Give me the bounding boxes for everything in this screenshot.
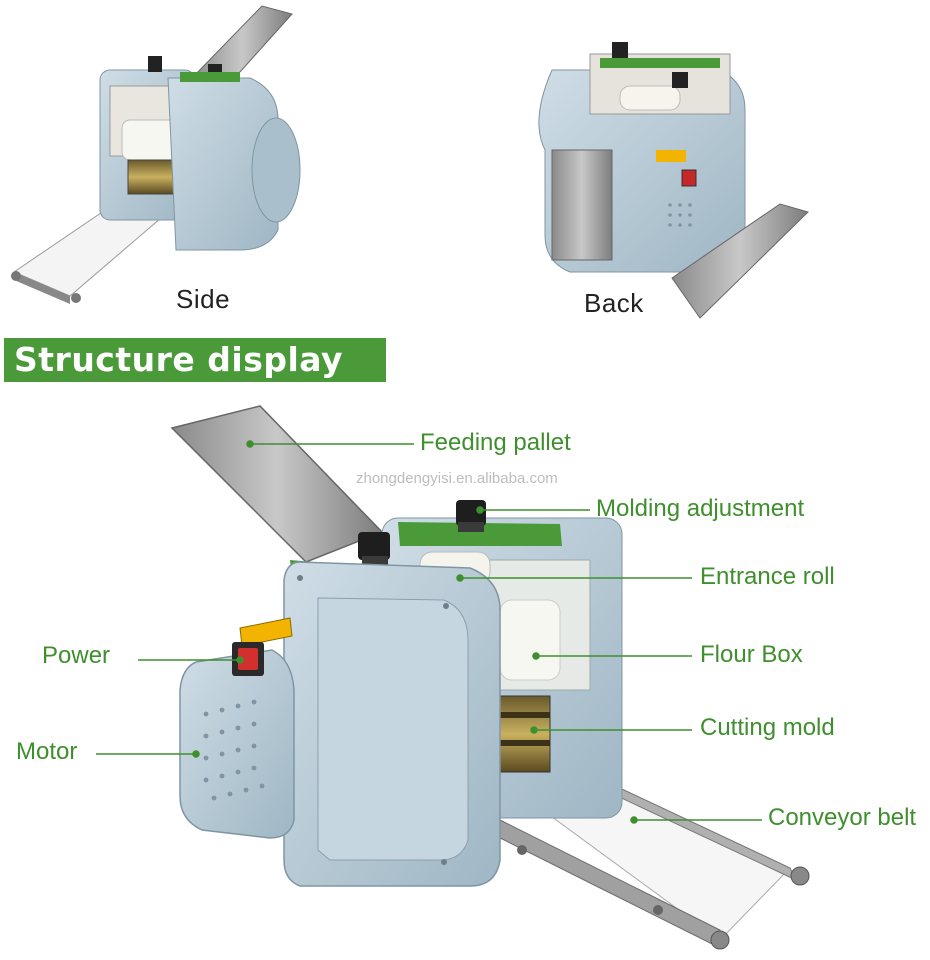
label-power: Power bbox=[42, 642, 111, 669]
callout-lines bbox=[96, 440, 762, 824]
label-flour-box: Flour Box bbox=[700, 641, 803, 668]
banner-title: Structure display bbox=[14, 340, 344, 379]
label-motor: Motor bbox=[16, 738, 78, 765]
label-entrance-roll: Entrance roll bbox=[700, 563, 835, 590]
side-view-machine bbox=[11, 5, 301, 304]
structure-view-machine bbox=[170, 405, 810, 950]
label-cutting-mold: Cutting mold bbox=[700, 714, 835, 741]
back-view-machine bbox=[538, 42, 809, 319]
label-molding-adjustment: Molding adjustment bbox=[596, 495, 805, 522]
label-feeding-pallet: Feeding pallet bbox=[420, 429, 571, 456]
caption-side: Side bbox=[176, 284, 231, 314]
structure-display-banner: Structure display bbox=[4, 338, 386, 382]
label-conveyor-belt: Conveyor belt bbox=[768, 804, 917, 831]
caption-back: Back bbox=[584, 288, 644, 318]
watermark: zhongdengyisi.en.alibaba.com bbox=[356, 470, 558, 487]
